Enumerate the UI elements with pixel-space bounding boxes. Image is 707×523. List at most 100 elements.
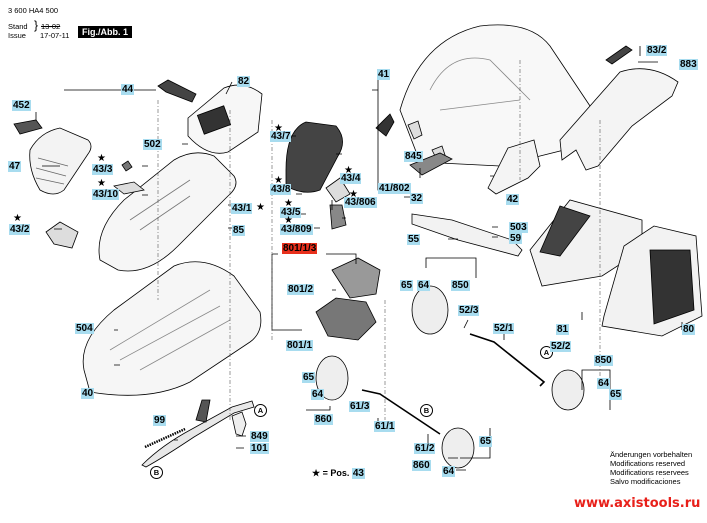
callout-a: A (254, 404, 267, 417)
star-icon: ★ (274, 175, 283, 186)
star-icon: ★ (349, 189, 358, 200)
part-55-blade (411, 213, 523, 257)
legend-text: ★ = Pos. (312, 468, 350, 478)
part-label: 42 (506, 194, 520, 205)
part-label: 850 (594, 355, 613, 366)
part-label: 502 (143, 139, 162, 150)
part-label: 452 (12, 100, 31, 111)
part-label: 43/4 (340, 173, 362, 184)
part-label: 801/1 (286, 340, 314, 351)
part-label: 43/3 (92, 164, 114, 175)
part-label: 43/7 (270, 131, 292, 142)
part-label: 43/1 (231, 203, 253, 214)
wheel-front-right (551, 369, 585, 411)
part-label: 845 (404, 151, 423, 162)
part-label: 41/802 (378, 183, 411, 194)
part-label: 860 (314, 414, 333, 425)
mower-deck (399, 24, 591, 167)
part-label: 52/1 (493, 323, 515, 334)
callout-b: B (150, 466, 163, 479)
part-label: 47 (8, 161, 22, 172)
part-label: 801/2 (287, 284, 315, 295)
part-label: 82 (237, 76, 251, 87)
callout-b: B (420, 404, 433, 417)
star-icon: ★ (13, 213, 22, 224)
note-line: Modifications reserved (610, 459, 686, 468)
part-43-7-cover (285, 121, 343, 193)
part-label: 43/10 (92, 189, 120, 200)
part-label: 503 (509, 222, 528, 233)
part-label: 85 (232, 225, 246, 236)
website-watermark: www.axistools.ru (574, 496, 701, 511)
part-label: 43/806 (344, 197, 377, 208)
star-icon: ★ (274, 123, 283, 134)
part-452-badge (13, 119, 43, 135)
issue-date: 17-07-11 (40, 31, 70, 40)
part-label: 61/2 (414, 443, 436, 454)
part-label: 43/5 (280, 207, 302, 218)
callout-a: A (540, 346, 553, 359)
part-label: 80 (682, 324, 696, 335)
part-label: 64 (311, 389, 325, 400)
star-icon: ★ (344, 165, 353, 176)
star-icon: ★ (284, 198, 293, 209)
part-label: 99 (153, 415, 167, 426)
part-label: 61/3 (349, 401, 371, 412)
note-line: Änderungen vorbehalten (610, 450, 693, 459)
part-label: 849 (250, 431, 269, 442)
part-label: 504 (75, 323, 94, 334)
figure-label: Fig./Abb. 1 (78, 26, 132, 38)
part-42-flap (487, 139, 541, 195)
part-801-1-motor (315, 297, 377, 341)
part-label: 65 (479, 436, 493, 447)
issue-label: Issue (8, 31, 26, 40)
note-line: Salvo modificaciones (610, 477, 681, 486)
part-label: 43/809 (280, 224, 313, 235)
stand-date: 13-02 (41, 22, 61, 31)
wheel-front-left (411, 285, 449, 335)
part-label: 43/8 (270, 184, 292, 195)
part-label: 43/2 (9, 224, 31, 235)
part-label: 65 (400, 280, 414, 291)
part-label-highlighted: 801/1/3 (282, 243, 318, 254)
part-label: 64 (417, 280, 431, 291)
star-icon: ★ (97, 178, 106, 189)
part-label: 40 (81, 388, 95, 399)
part-label: 59 (509, 233, 523, 244)
part-83-2-grip (605, 45, 633, 65)
handle-upper-frame (98, 152, 237, 272)
part-label: 44 (121, 84, 135, 95)
brace-icon: } (34, 18, 39, 32)
part-label: 65 (609, 389, 623, 400)
note-line: Modifications reservees (610, 468, 689, 477)
part-801-2-brush (331, 257, 381, 299)
stand-label: Stand (8, 22, 28, 31)
part-label: 41 (377, 69, 391, 80)
part-61-1-axle (361, 389, 441, 435)
part-label: 883 (679, 59, 698, 70)
star-icon: ★ (284, 215, 293, 226)
part-label: 860 (412, 460, 431, 471)
legend-ref: 43 (351, 468, 365, 479)
part-47-front-cover (29, 127, 92, 195)
part-label: 65 (302, 372, 316, 383)
part-label: 32 (410, 193, 424, 204)
part-label: 52/2 (550, 341, 572, 352)
part-label: 64 (597, 378, 611, 389)
part-label: 81 (556, 324, 570, 335)
part-label: 55 (407, 234, 421, 245)
part-label: 64 (442, 466, 456, 477)
part-number: 3 600 HA4 500 (8, 6, 59, 15)
part-label: 850 (451, 280, 470, 291)
part-40-lower-frame (82, 261, 262, 396)
part-883-rear-cover (559, 68, 679, 171)
part-label: 83/2 (646, 45, 668, 56)
star-legend: ★ = Pos. 43 (312, 468, 365, 479)
part-44-grip (157, 79, 197, 103)
modification-notes: Änderungen vorbehalten Modifications res… (610, 450, 692, 486)
part-label: 101 (250, 443, 269, 454)
part-52-1-axle (469, 333, 546, 387)
star-icon: ★ (256, 202, 265, 213)
